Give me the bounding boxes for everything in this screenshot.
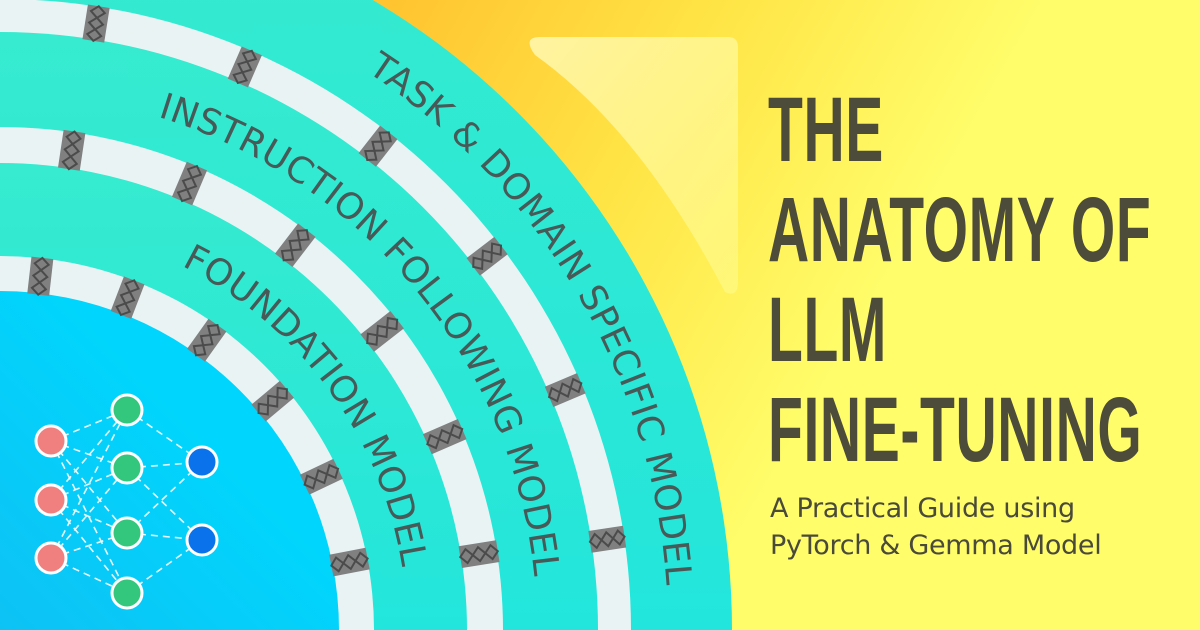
hidden-node (110, 451, 144, 485)
subtitle: A Practical Guide using PyTorch & Gemma … (770, 490, 1102, 564)
connector-tile (187, 318, 227, 362)
connector-tile (251, 380, 294, 422)
output-node (185, 445, 219, 479)
hidden-node (110, 393, 144, 427)
input-node (34, 541, 68, 575)
connector-tile (299, 458, 343, 495)
input-node (34, 424, 68, 458)
connector-tile (274, 223, 316, 267)
hidden-node (110, 576, 144, 610)
subtitle-line-2: PyTorch & Gemma Model (770, 530, 1102, 561)
connector-tile (227, 46, 262, 88)
connector-tile (466, 236, 508, 276)
connector-tile (588, 525, 627, 553)
connector-tile (27, 256, 54, 296)
title-line-3: LLM (768, 279, 888, 381)
connector-tile (422, 418, 467, 455)
output-node (185, 523, 219, 557)
neural-network-icon (34, 393, 219, 610)
connector-tile (358, 125, 398, 167)
title-line-2: ANATOMY OF (768, 179, 1152, 281)
connector-tile (360, 311, 404, 352)
decorative-triangle (529, 37, 738, 294)
page-title: THE ANATOMY OF LLM FINE-TUNING (768, 80, 1200, 480)
subtitle-line-1: A Practical Guide using (770, 493, 1075, 524)
connector-tile (458, 540, 500, 568)
input-node (34, 483, 68, 517)
core-disc (0, 291, 339, 630)
connector-tile (110, 276, 145, 319)
title-line-1: THE (768, 79, 884, 181)
connector-tile (171, 161, 208, 206)
connector-tile (82, 4, 110, 43)
connector-tile (329, 547, 370, 577)
hidden-node (110, 516, 144, 550)
connector-tile (58, 129, 86, 171)
title-line-4: FINE-TUNING (768, 379, 1143, 481)
connector-layer (27, 4, 627, 577)
connector-tile (544, 373, 586, 408)
